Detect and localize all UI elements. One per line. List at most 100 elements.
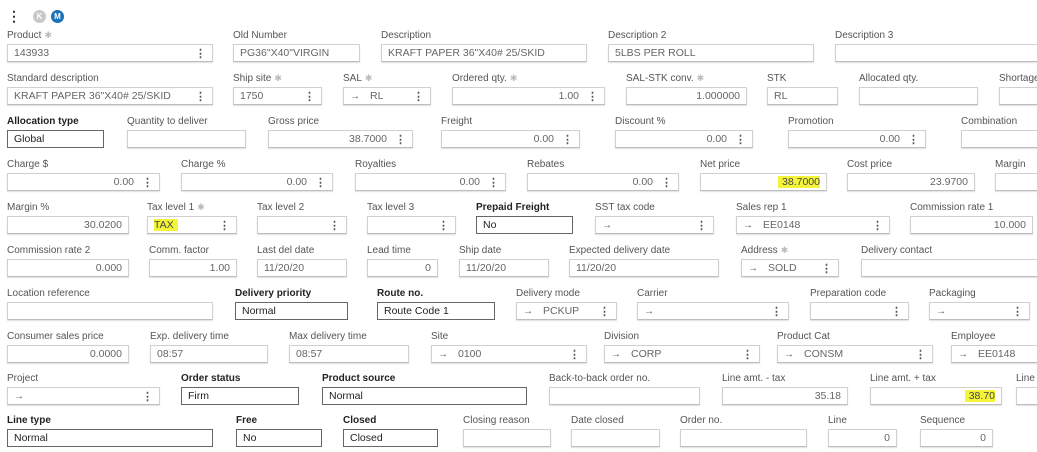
commission-rate-2-field[interactable]: 0.000 bbox=[7, 259, 129, 277]
allocation-type-field[interactable]: Global bbox=[7, 130, 104, 148]
consumer-sales-price-field[interactable]: 0.0000 bbox=[7, 345, 129, 363]
vertical-dots-icon[interactable]: ⋮ bbox=[661, 176, 672, 189]
vertical-dots-icon[interactable]: ⋮ bbox=[395, 133, 406, 146]
vertical-dots-icon[interactable]: ⋮ bbox=[315, 176, 326, 189]
arrow-right-icon[interactable]: → bbox=[611, 348, 621, 360]
arrow-right-icon[interactable]: → bbox=[936, 305, 946, 317]
vertical-dots-icon[interactable]: ⋮ bbox=[7, 8, 21, 24]
vertical-dots-icon[interactable]: ⋮ bbox=[821, 262, 832, 275]
charge-field[interactable]: 0.00⋮ bbox=[7, 173, 160, 191]
comm-factor-field[interactable]: 1.00 bbox=[149, 259, 237, 277]
line-field[interactable] bbox=[1016, 387, 1037, 405]
tax-level-1-field[interactable]: TAX⋮ bbox=[147, 216, 237, 234]
line-amt-tax-field[interactable]: 38.70 bbox=[870, 387, 1002, 405]
skip-first-icon[interactable]: K bbox=[33, 10, 46, 23]
vertical-dots-icon[interactable]: ⋮ bbox=[696, 219, 707, 232]
carrier-field[interactable]: →⋮ bbox=[637, 302, 789, 320]
order-no-field[interactable] bbox=[680, 429, 807, 447]
arrow-right-icon[interactable]: → bbox=[438, 348, 448, 360]
quantity-to-deliver-field[interactable] bbox=[127, 130, 246, 148]
vertical-dots-icon[interactable]: ⋮ bbox=[488, 176, 499, 189]
exp-delivery-time-field[interactable]: 08:57 bbox=[150, 345, 268, 363]
project-field[interactable]: →⋮ bbox=[7, 387, 160, 405]
route-no-field[interactable]: Route Code 1 bbox=[377, 302, 495, 320]
ordered-qty-field[interactable]: 1.00⋮ bbox=[452, 87, 605, 105]
delivery-contact-field[interactable] bbox=[861, 259, 1037, 277]
arrow-right-icon[interactable]: → bbox=[958, 348, 968, 360]
address-field[interactable]: →SOLD⋮ bbox=[741, 259, 839, 277]
shortage-field[interactable] bbox=[999, 87, 1037, 105]
arrow-right-icon[interactable]: → bbox=[743, 219, 753, 231]
line-type-field[interactable]: Normal bbox=[7, 429, 213, 447]
product-cat-field[interactable]: →CONSM⋮ bbox=[777, 345, 933, 363]
order-status-field[interactable]: Firm bbox=[181, 387, 299, 405]
standard-description-field[interactable]: KRAFT PAPER 36"X40# 25/SKID⋮ bbox=[7, 87, 213, 105]
vertical-dots-icon[interactable]: ⋮ bbox=[562, 133, 573, 146]
division-field[interactable]: →CORP⋮ bbox=[604, 345, 760, 363]
vertical-dots-icon[interactable]: ⋮ bbox=[195, 90, 206, 103]
sst-tax-code-field[interactable]: →⋮ bbox=[595, 216, 714, 234]
vertical-dots-icon[interactable]: ⋮ bbox=[438, 219, 449, 232]
vertical-dots-icon[interactable]: ⋮ bbox=[771, 305, 782, 318]
sal-field[interactable]: →RL⋮ bbox=[343, 87, 431, 105]
tax-level-2-field[interactable]: ⋮ bbox=[257, 216, 347, 234]
vertical-dots-icon[interactable]: ⋮ bbox=[195, 47, 206, 60]
vertical-dots-icon[interactable]: ⋮ bbox=[872, 219, 883, 232]
vertical-dots-icon[interactable]: ⋮ bbox=[142, 176, 153, 189]
lead-time-field[interactable]: 0 bbox=[367, 259, 438, 277]
packaging-field[interactable]: →⋮ bbox=[929, 302, 1030, 320]
vertical-dots-icon[interactable]: ⋮ bbox=[1012, 305, 1023, 318]
closing-reason-field[interactable] bbox=[463, 429, 551, 447]
expected-delivery-date-field[interactable]: 11/20/20 bbox=[569, 259, 719, 277]
line-amt-tax-field[interactable]: 35.18 bbox=[722, 387, 848, 405]
ship-date-field[interactable]: 11/20/20 bbox=[459, 259, 549, 277]
delivery-priority-field[interactable]: Normal bbox=[235, 302, 348, 320]
vertical-dots-icon[interactable]: ⋮ bbox=[891, 305, 902, 318]
stk-field[interactable]: RL bbox=[767, 87, 838, 105]
delivery-mode-field[interactable]: →PCKUP⋮ bbox=[516, 302, 617, 320]
free-field[interactable]: No bbox=[236, 429, 322, 447]
freight-field[interactable]: 0.00⋮ bbox=[441, 130, 580, 148]
vertical-dots-icon[interactable]: ⋮ bbox=[142, 390, 153, 403]
vertical-dots-icon[interactable]: ⋮ bbox=[587, 90, 598, 103]
cost-price-field[interactable]: 23.9700 bbox=[847, 173, 975, 191]
sal-stk-conv-field[interactable]: 1.000000 bbox=[626, 87, 747, 105]
line-field[interactable]: 0 bbox=[828, 429, 897, 447]
discount-field[interactable]: 0.00⋮ bbox=[615, 130, 753, 148]
arrow-right-icon[interactable]: → bbox=[784, 348, 794, 360]
vertical-dots-icon[interactable]: ⋮ bbox=[908, 133, 919, 146]
commission-rate-1-field[interactable]: 10.000 bbox=[910, 216, 1033, 234]
vertical-dots-icon[interactable]: ⋮ bbox=[304, 90, 315, 103]
description-2-field[interactable]: 5LBS PER ROLL bbox=[608, 44, 814, 62]
arrow-right-icon[interactable]: → bbox=[602, 219, 612, 231]
tax-level-3-field[interactable]: ⋮ bbox=[367, 216, 456, 234]
closed-field[interactable]: Closed bbox=[343, 429, 438, 447]
arrow-right-icon[interactable]: → bbox=[644, 305, 654, 317]
allocated-qty-field[interactable] bbox=[859, 87, 978, 105]
sales-rep-1-field[interactable]: →EE0148⋮ bbox=[736, 216, 890, 234]
max-delivery-time-field[interactable]: 08:57 bbox=[289, 345, 409, 363]
skip-last-icon[interactable]: M bbox=[51, 10, 64, 23]
vertical-dots-icon[interactable]: ⋮ bbox=[735, 133, 746, 146]
description-3-field[interactable] bbox=[835, 44, 1037, 62]
vertical-dots-icon[interactable]: ⋮ bbox=[219, 219, 230, 232]
vertical-dots-icon[interactable]: ⋮ bbox=[599, 305, 610, 318]
rebates-field[interactable]: 0.00⋮ bbox=[527, 173, 679, 191]
location-reference-field[interactable] bbox=[7, 302, 213, 320]
ship-site-field[interactable]: 1750⋮ bbox=[233, 87, 322, 105]
arrow-right-icon[interactable]: → bbox=[350, 90, 360, 102]
arrow-right-icon[interactable]: → bbox=[748, 262, 758, 274]
back-to-back-order-no-field[interactable] bbox=[549, 387, 700, 405]
vertical-dots-icon[interactable]: ⋮ bbox=[413, 90, 424, 103]
preparation-code-field[interactable]: ⋮ bbox=[810, 302, 909, 320]
arrow-right-icon[interactable]: → bbox=[523, 305, 533, 317]
sequence-field[interactable]: 0 bbox=[920, 429, 993, 447]
charge-field[interactable]: 0.00⋮ bbox=[181, 173, 333, 191]
product-field[interactable]: 143933⋮ bbox=[7, 44, 213, 62]
vertical-dots-icon[interactable]: ⋮ bbox=[569, 348, 580, 361]
site-field[interactable]: →0100⋮ bbox=[431, 345, 587, 363]
vertical-dots-icon[interactable]: ⋮ bbox=[915, 348, 926, 361]
arrow-right-icon[interactable]: → bbox=[14, 390, 24, 402]
margin-field[interactable] bbox=[995, 173, 1037, 191]
net-price-field[interactable]: 38.7000 bbox=[700, 173, 827, 191]
